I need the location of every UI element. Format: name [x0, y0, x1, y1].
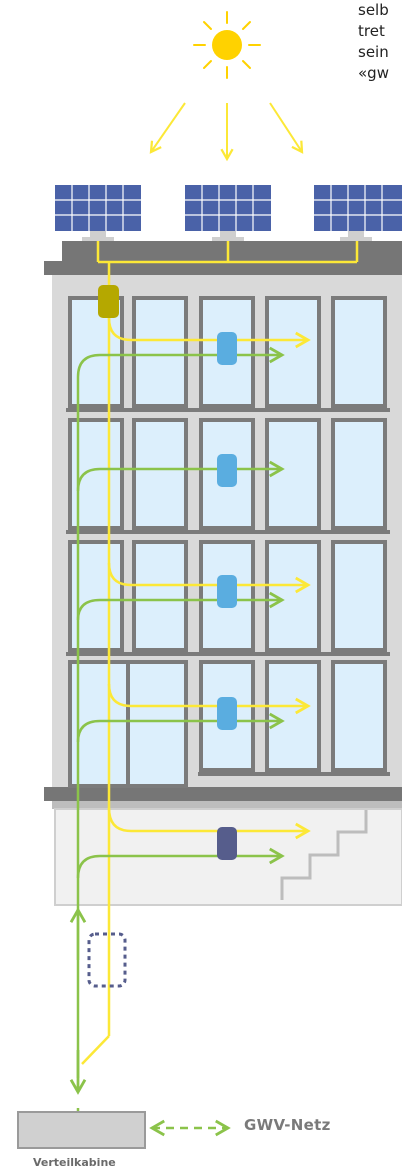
meter-icon: [217, 332, 237, 365]
meter-icon: [217, 454, 237, 487]
substation-label: Verteilkabine: [33, 1156, 116, 1169]
sun-icon: [194, 12, 260, 78]
solar-panel-icon: [185, 185, 271, 241]
meter-icon: [98, 285, 119, 318]
sunlight-arrows: [151, 103, 302, 159]
substation-icon: [18, 1112, 145, 1148]
meter-icon: [217, 575, 237, 608]
optional-meter-icon: [89, 934, 125, 986]
solar-panel-icon: [55, 185, 141, 241]
solar-panel-icon: [314, 185, 402, 241]
grid-label: GWV-Netz: [244, 1116, 331, 1134]
meter-icon: [217, 827, 237, 860]
meter-icon: [217, 697, 237, 730]
